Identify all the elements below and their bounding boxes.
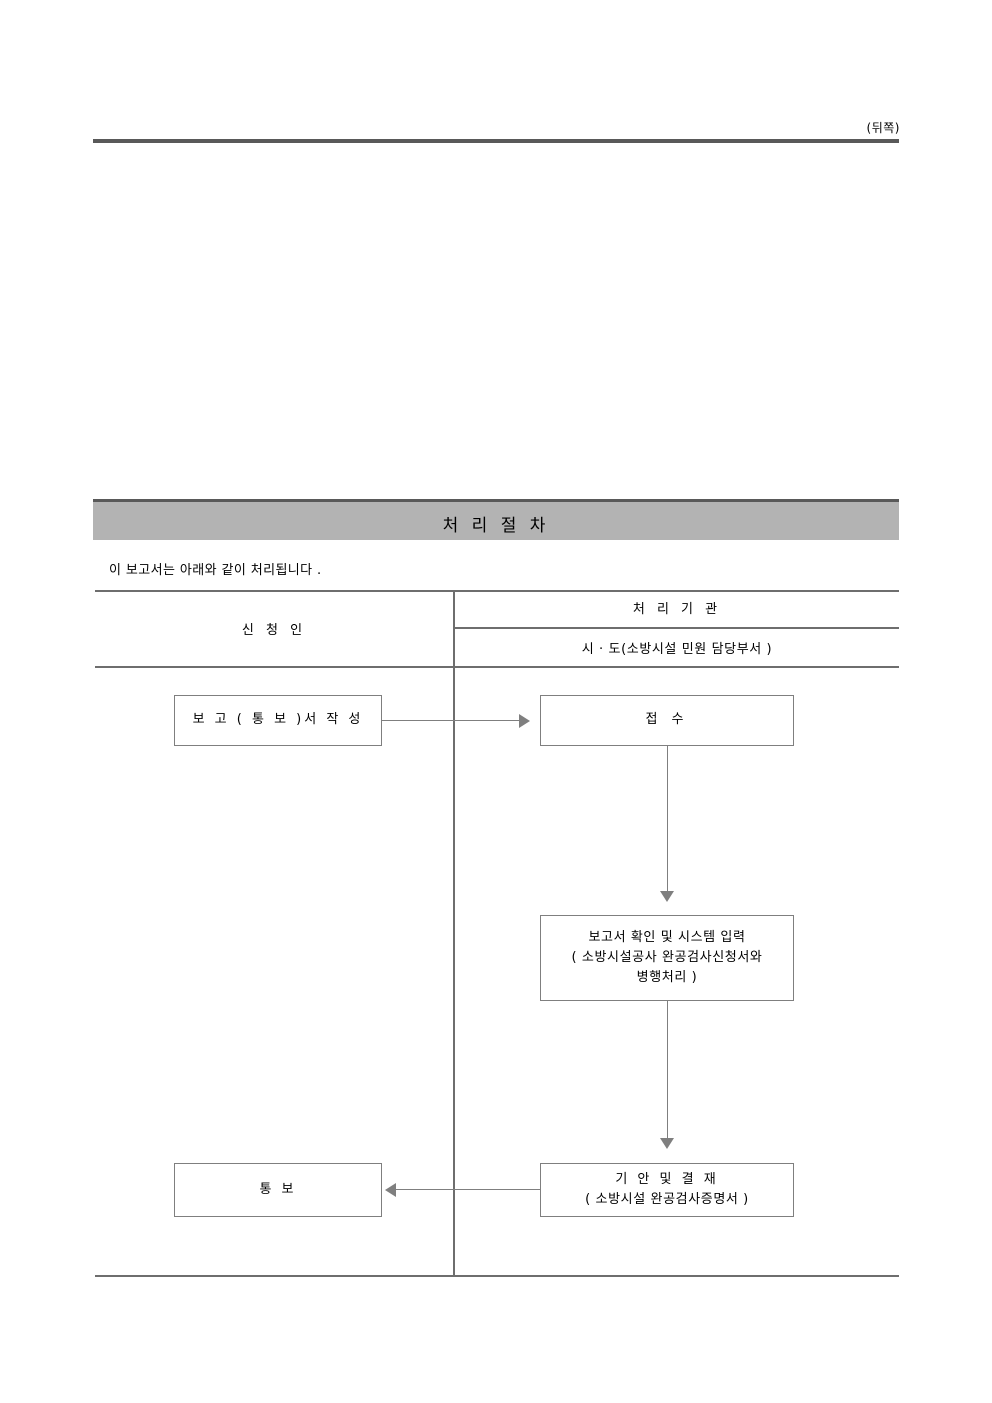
flow-node-check-line-3: 병행처리 ) — [636, 970, 698, 986]
edge-report-to-receive-line — [382, 720, 519, 721]
flow-node-draft: 기 안 및 결 재 ( 소방시설 완공검사증명서 ) — [540, 1163, 794, 1217]
table-border-top — [95, 590, 899, 592]
section-intro-text: 이 보고서는 아래와 같이 처리됩니다 . — [109, 563, 322, 578]
flow-node-check-line-2: ( 소방시설공사 완공검사신청서와 — [571, 949, 763, 965]
section-title: 처 리 절 차 — [442, 516, 550, 536]
flow-node-receive-line-1: 접 수 — [645, 712, 689, 728]
page-side-label: (뒤쪽) — [866, 121, 900, 135]
flow-node-report: 보 고 ( 통 보 )서 작 성 — [174, 695, 382, 746]
edge-draft-to-notify-line — [396, 1189, 540, 1190]
table-divider-agency-subheader — [455, 627, 899, 629]
flow-node-draft-line-2: ( 소방시설 완공검사증명서 ) — [585, 1192, 749, 1207]
flow-node-check: 보고서 확인 및 시스템 입력 ( 소방시설공사 완공검사신청서와 병행처리 ) — [540, 915, 794, 1001]
top-horizontal-rule — [93, 139, 899, 143]
column-header-agency: 처 리 기 관 — [632, 602, 722, 617]
column-subheader-agency: 시 · 도(소방시설 민원 담당부서 ) — [581, 642, 773, 657]
section-title-band: 처 리 절 차 — [93, 499, 899, 540]
edge-check-to-draft-line — [667, 1001, 668, 1138]
flow-node-check-line-1: 보고서 확인 및 시스템 입력 — [588, 929, 746, 945]
flow-node-draft-line-1: 기 안 및 결 재 — [615, 1171, 719, 1187]
flow-node-notify: 통 보 — [174, 1163, 382, 1217]
edge-report-to-receive-arrowhead — [519, 714, 530, 728]
edge-draft-to-notify-arrowhead — [385, 1183, 396, 1197]
edge-check-to-draft-arrowhead — [660, 1138, 674, 1149]
flow-node-notify-line-1: 통 보 — [259, 1181, 297, 1197]
table-divider-header-body — [95, 666, 899, 668]
edge-receive-to-check-line — [667, 746, 668, 891]
flow-node-report-line-1: 보 고 ( 통 보 )서 작 성 — [192, 712, 364, 728]
column-header-applicant: 신 청 인 — [241, 623, 307, 638]
table-column-divider — [453, 590, 455, 1277]
flow-node-receive: 접 수 — [540, 695, 794, 746]
edge-receive-to-check-arrowhead — [660, 891, 674, 902]
table-border-bottom — [95, 1275, 899, 1277]
